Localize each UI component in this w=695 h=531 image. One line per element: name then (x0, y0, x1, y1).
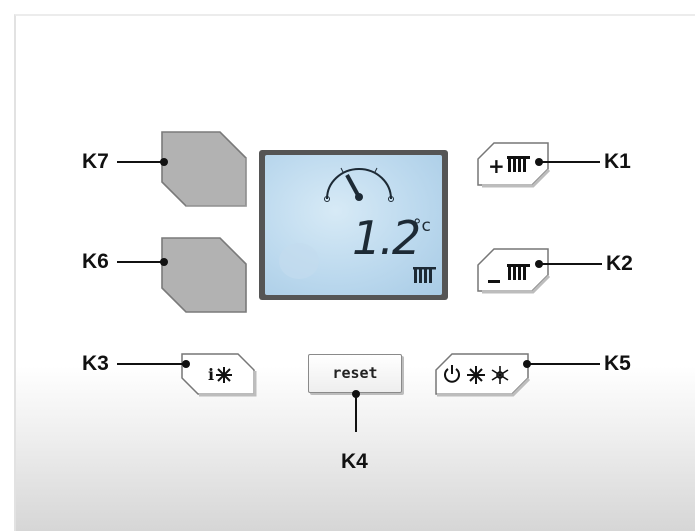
minus-icon (488, 280, 500, 283)
info-icon: i (208, 365, 214, 384)
label-k3: K3 (82, 352, 109, 375)
k6-button[interactable] (160, 236, 250, 316)
snowflake-icon (491, 366, 509, 384)
pointer-line-k3 (117, 363, 187, 365)
pointer-line-k2 (540, 263, 602, 265)
pointer-dot-k2 (535, 260, 543, 268)
temperature-value: 1.2 (352, 211, 421, 265)
power-icon (444, 365, 460, 383)
label-k4: K4 (341, 450, 368, 473)
label-k2: K2 (606, 252, 633, 275)
lcd-screen: 1.2 °c (265, 155, 442, 295)
label-k7: K7 (82, 150, 109, 173)
pointer-dot-k1 (535, 158, 543, 166)
pointer-dot-k3 (182, 360, 190, 368)
lcd-reflection (279, 243, 319, 279)
k1-button[interactable]: + (476, 141, 552, 188)
label-k5: K5 (604, 352, 631, 375)
gauge-icon (324, 167, 394, 202)
k7-button[interactable] (160, 130, 250, 210)
pointer-dot-k6 (160, 258, 168, 266)
radiator-icon (507, 264, 530, 280)
k2-button[interactable] (476, 247, 552, 294)
k5-button[interactable] (434, 352, 532, 397)
sun-icon (216, 367, 232, 383)
radiator-icon (413, 267, 436, 283)
pointer-line-k4 (355, 394, 357, 432)
label-k6: K6 (82, 250, 109, 273)
pointer-dot-k5 (523, 360, 531, 368)
plus-icon: + (488, 154, 505, 178)
pointer-line-k6 (117, 261, 165, 263)
sun-icon (467, 366, 485, 384)
pointer-line-k1 (540, 161, 600, 163)
reset-button[interactable]: reset (308, 354, 402, 393)
pointer-line-k5 (528, 363, 600, 365)
lcd-display: 1.2 °c (259, 150, 448, 300)
temperature-unit: °c (413, 216, 431, 236)
radiator-icon (507, 156, 530, 172)
pointer-line-k7 (117, 161, 165, 163)
pointer-dot-k7 (160, 158, 168, 166)
label-k1: K1 (604, 150, 631, 173)
k3-button[interactable]: i (180, 352, 258, 397)
